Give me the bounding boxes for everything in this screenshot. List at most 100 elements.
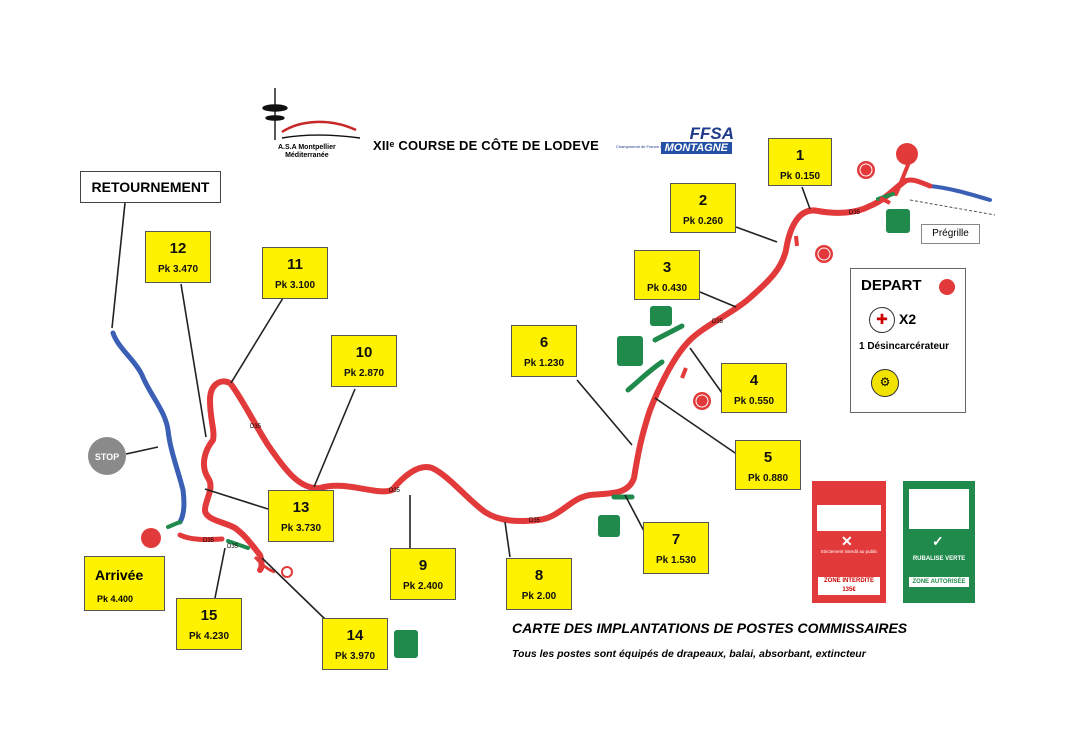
post-number: 9 (418, 557, 428, 574)
alert-icon (939, 279, 955, 295)
post-number: 6 (539, 334, 549, 351)
post-pk: Pk 2.00 (521, 591, 557, 602)
map-heading: CARTE DES IMPLANTATIONS DE POSTES COMMIS… (512, 620, 908, 636)
retournement-leader (111, 202, 126, 329)
post-1-leader (801, 186, 811, 210)
forbidden-zone-mark (253, 556, 276, 574)
post-12-leader (180, 283, 207, 438)
rescue-vehicle-icon: ⚙ (871, 369, 899, 397)
road-tag: D35 (712, 319, 724, 325)
post-pk: Pk 0.430 (646, 283, 688, 294)
post-pk: Pk 3.730 (280, 523, 322, 534)
post-2: 2 Pk 0.260 (670, 183, 736, 233)
ffsa-montagne: MONTAGNE (660, 142, 732, 154)
start-line (909, 199, 996, 216)
post-6: 6 Pk 1.230 (511, 325, 577, 377)
stop-leader (125, 446, 159, 455)
post-number: 7 (671, 531, 681, 548)
org-line-1: A.S.A Montpellier (278, 144, 336, 151)
event-title: XIIᵉ COURSE DE CÔTE DE LODEVE (373, 138, 599, 153)
post-pk: Pk 1.230 (523, 358, 565, 369)
no-entry-markers (281, 161, 875, 578)
asa-logo (262, 88, 361, 140)
post-pk: Pk 0.150 (779, 171, 821, 182)
authorized-caption: RUBALISE VERTE (912, 556, 966, 562)
start-spur (902, 177, 933, 189)
post-number: 3 (662, 259, 672, 276)
post-9: 9 Pk 2.400 (390, 548, 456, 600)
stop-text: STOP (94, 452, 120, 462)
stop-sign: STOP (88, 437, 126, 475)
forbidden-caption: Strictement interdit au public (820, 549, 878, 554)
post-15-leader (214, 547, 226, 599)
road-tag: D35 (227, 544, 239, 550)
equipment-note: Tous les postes sont équipés de drapeaux… (512, 648, 866, 660)
post-6-leader (576, 379, 633, 446)
pregrille-label: Prégrille (921, 224, 980, 244)
post-pk: Pk 3.100 (274, 280, 316, 291)
post-7-leader (624, 494, 646, 534)
post-number: 10 (355, 344, 373, 361)
arrivee-pk: Pk 4.400 (97, 594, 134, 604)
ffsa-small-text: Championnat de France de la (616, 144, 669, 149)
forbidden-fine: 135€ (842, 587, 856, 593)
alert-markers (141, 143, 918, 548)
public-zone-bar (226, 539, 250, 550)
forbidden-zone-text: ZONE INTERDITE (823, 578, 874, 584)
crowd-icon (817, 505, 881, 531)
arrivee-box: Arrivée Pk 4.400 (84, 556, 165, 611)
forbidden-zone-panel: ✕ Strictement interdit au public ZONE IN… (812, 481, 886, 603)
post-number: 11 (287, 256, 303, 273)
forbidden-zone-mark (680, 367, 688, 379)
post-number: 8 (534, 567, 544, 584)
post-2-leader (735, 226, 778, 243)
road-tag: D35 (529, 518, 541, 524)
post-3: 3 Pk 0.430 (634, 250, 700, 300)
post-number: 14 (346, 627, 364, 644)
post-10-leader (313, 388, 356, 488)
road-tag: D35 (250, 424, 262, 430)
crowd-icon (909, 489, 969, 529)
check-icon: ✓ (932, 533, 944, 549)
public-zone-bar (625, 359, 665, 393)
post-14-leader (261, 557, 329, 623)
post-11-leader (230, 297, 284, 384)
road-tag: D35 (849, 210, 861, 216)
post-number: 15 (200, 607, 218, 624)
post-pk: Pk 2.400 (402, 581, 444, 592)
post-4-leader (689, 347, 723, 394)
post-pk: Pk 3.970 (334, 651, 376, 662)
post-number: 1 (795, 147, 805, 164)
spectator-icons (394, 209, 910, 658)
authorized-zone-label: ZONE AUTORISÉE (909, 577, 969, 587)
org-name: A.S.A Montpellier Méditerranée (278, 144, 336, 160)
race-course (200, 178, 908, 573)
post-4: 4 Pk 0.550 (721, 363, 787, 413)
post-10: 10 Pk 2.870 (331, 335, 397, 387)
post-number: 13 (292, 499, 310, 516)
post-pk: Pk 0.260 (682, 216, 724, 227)
cross-icon: ✕ (841, 533, 853, 549)
road-tag: D35 (389, 488, 401, 494)
post-number: 4 (749, 372, 759, 389)
public-zone-bar (166, 520, 182, 529)
post-11: 11 Pk 3.100 (262, 247, 328, 299)
authorized-zone-panel: ✓ RUBALISE VERTE ZONE AUTORISÉE (903, 481, 975, 603)
post-pk: Pk 1.530 (655, 555, 697, 566)
depart-box: DEPART ✚ X2 1 Désincarcérateur ⚙ (850, 268, 966, 413)
forbidden-zone-label: ZONE INTERDITE 135€ (818, 577, 880, 595)
post-pk: Pk 0.880 (747, 473, 789, 484)
ffsa-word: FFSA (689, 124, 734, 143)
post-number: 12 (169, 240, 187, 257)
arrivee-label: Arrivée (95, 567, 144, 583)
forbidden-zone-mark (794, 235, 799, 247)
road-tag: D35 (203, 538, 215, 544)
post-12: 12 Pk 3.470 (145, 231, 211, 283)
start-branch (894, 158, 912, 196)
post-1: 1 Pk 0.150 (768, 138, 832, 186)
ffsa-logo: FFSA Championnat de France de la MONTAGN… (612, 124, 736, 156)
finish-spur (177, 532, 225, 542)
post-14: 14 Pk 3.970 (322, 618, 388, 670)
post-number: 2 (698, 192, 708, 209)
